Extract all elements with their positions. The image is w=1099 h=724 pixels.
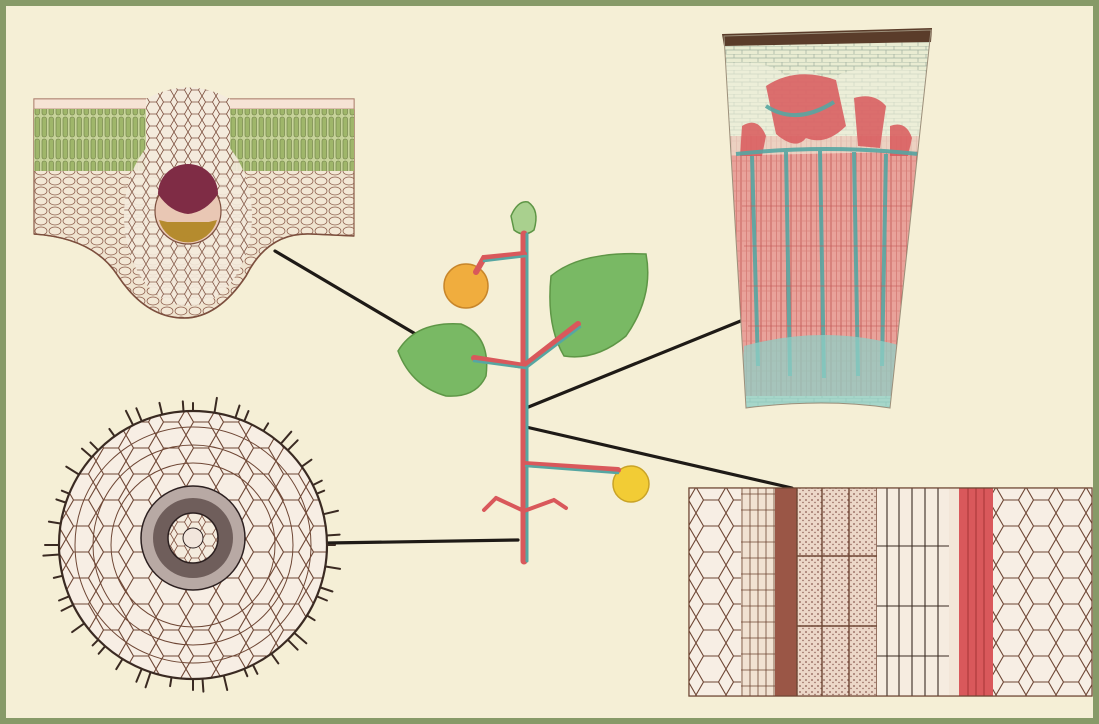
plant-tissue-diagram bbox=[6, 6, 1093, 718]
connector-root bbox=[328, 540, 518, 543]
leaf-vascular-bundle bbox=[155, 164, 221, 244]
fruit-upper bbox=[444, 264, 488, 308]
diagram-canvas bbox=[6, 6, 1093, 718]
leaf-cross-section bbox=[34, 88, 354, 319]
leaf-top-bud bbox=[511, 202, 536, 234]
root-cross-section bbox=[43, 398, 340, 692]
connector-vascular bbox=[526, 427, 792, 488]
central-plant bbox=[398, 202, 649, 561]
leaf-right bbox=[550, 254, 648, 357]
vascular-longitudinal-section bbox=[689, 488, 1092, 696]
stem-wedge-section bbox=[706, 28, 946, 416]
connector-leaf bbox=[275, 251, 429, 342]
